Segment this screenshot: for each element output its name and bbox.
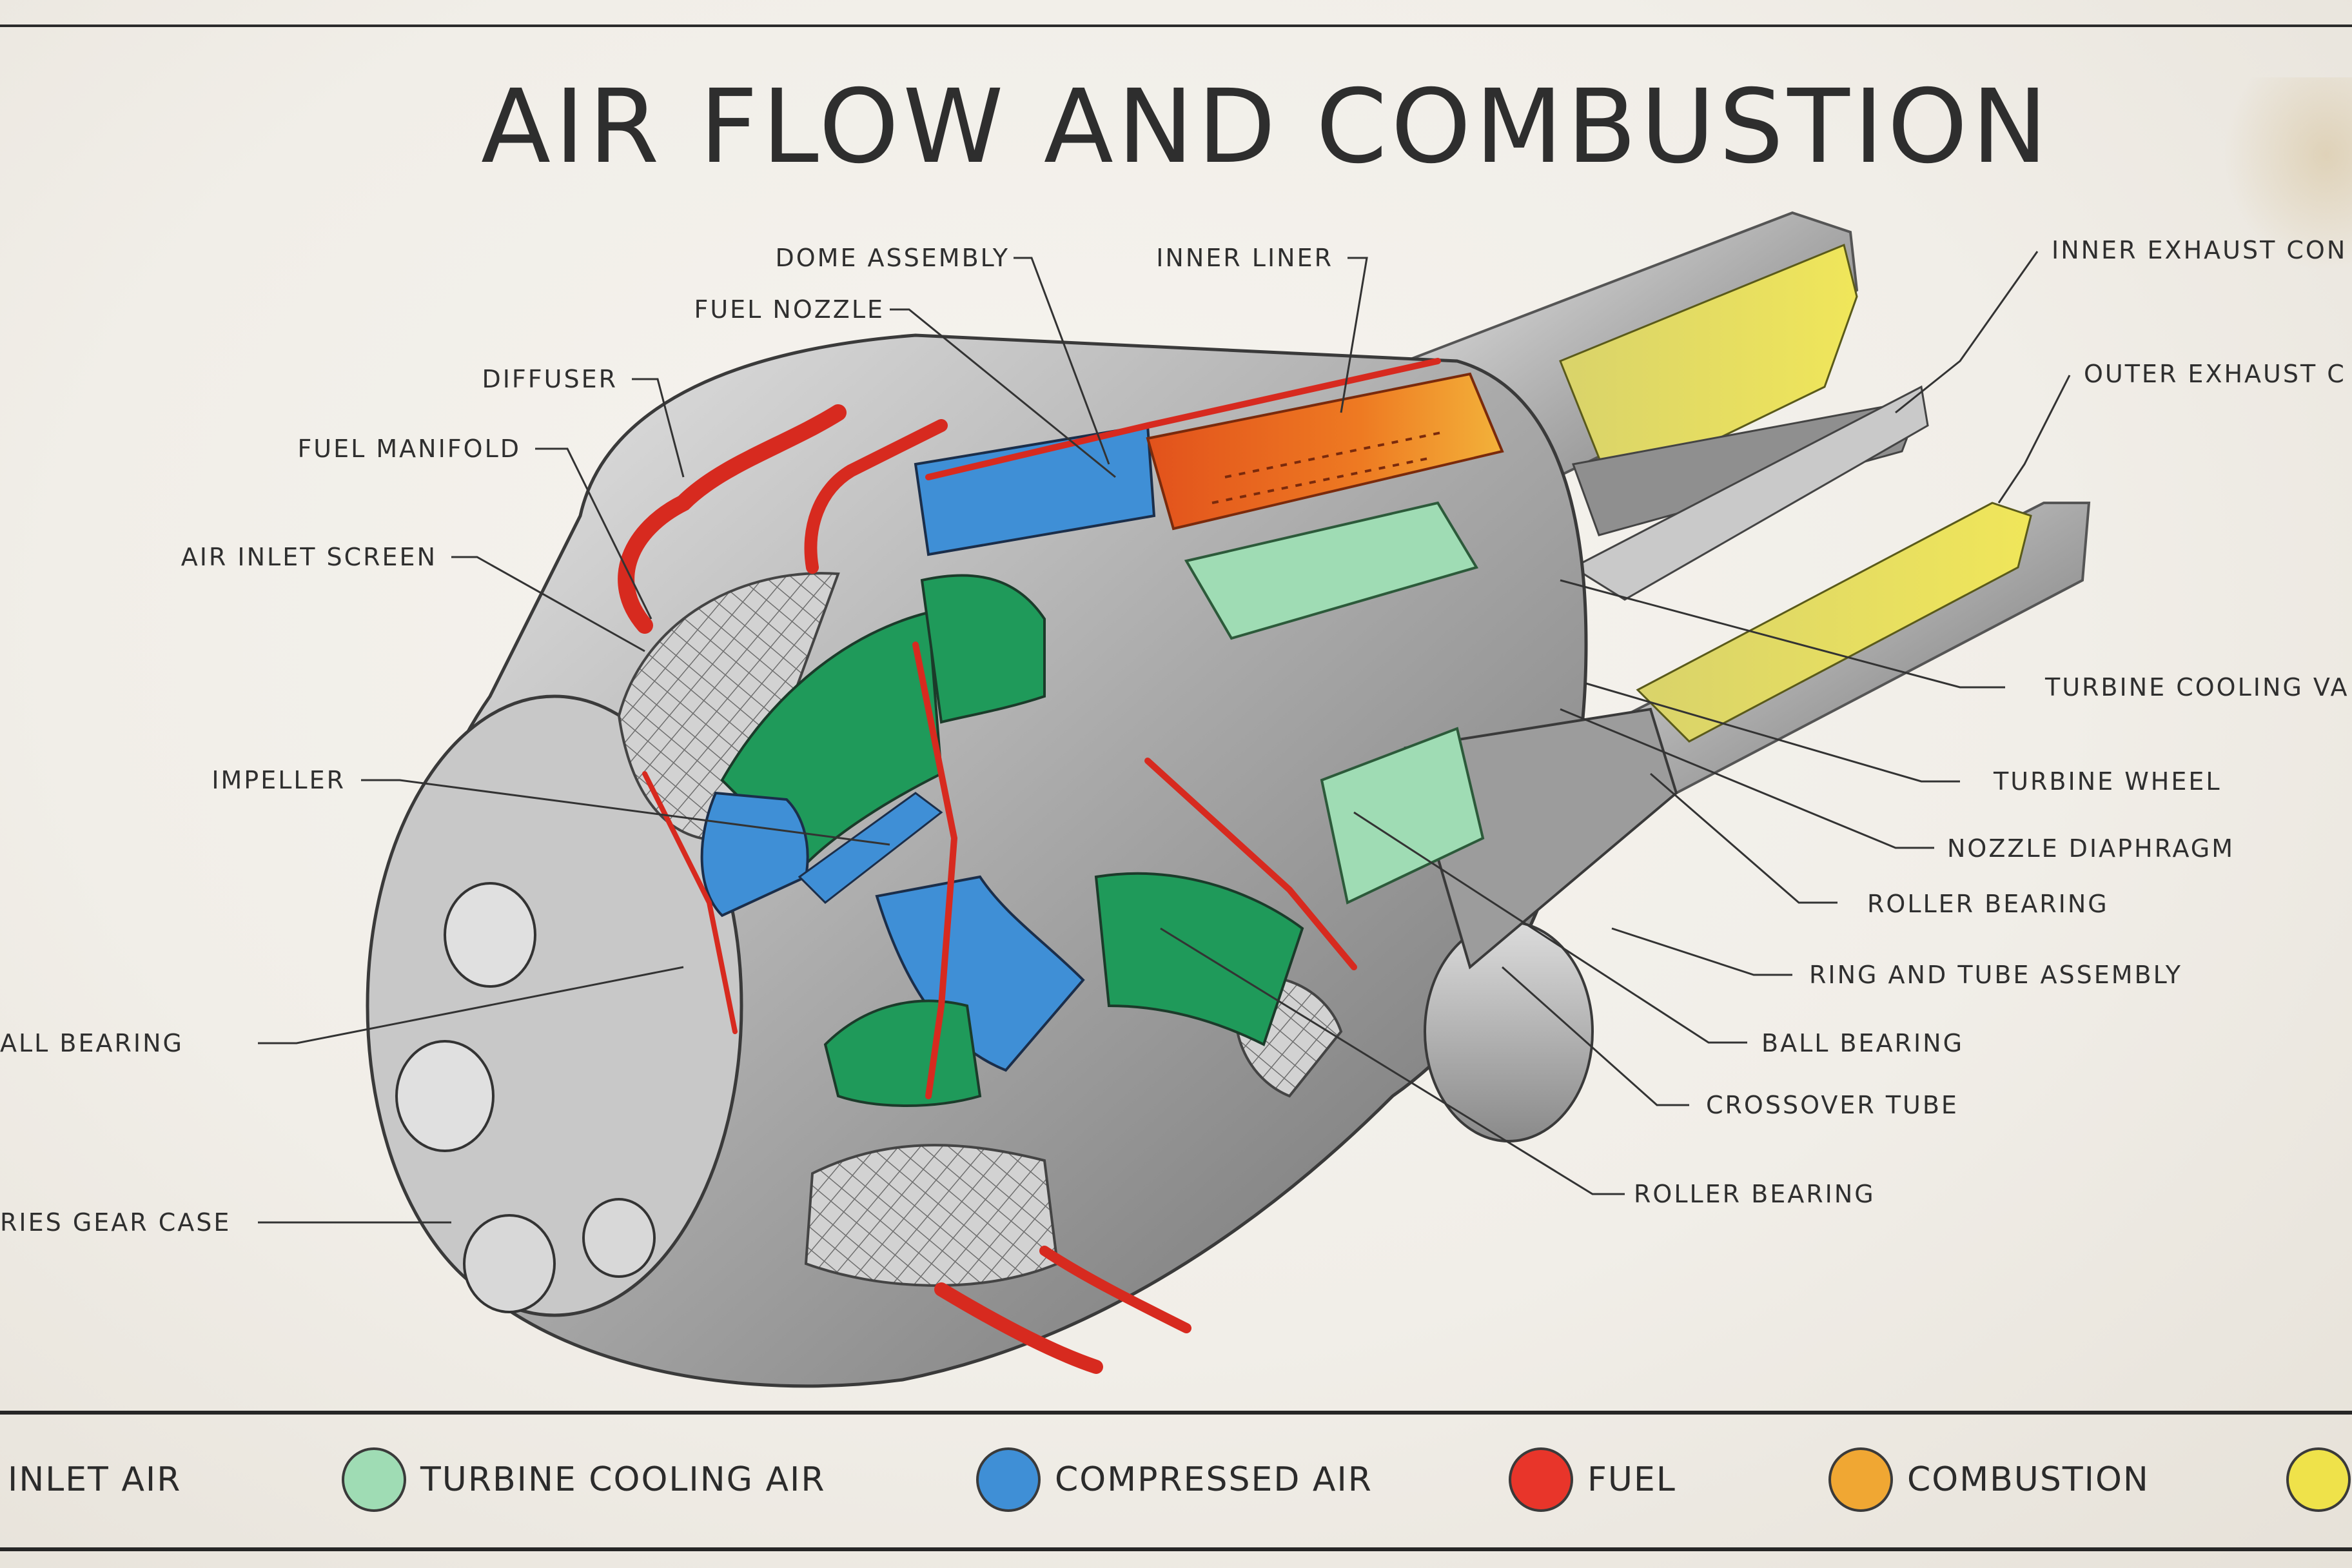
legend-label-fuel: FUEL bbox=[1587, 1460, 1676, 1499]
legend-item-turbine-cooling-air: TURBINE COOLING AIR bbox=[342, 1444, 825, 1515]
callout-leader-lines bbox=[258, 251, 2071, 1224]
callout-ball-bearing-right: BALL BEARING bbox=[1761, 1029, 1965, 1057]
compressor-impeller bbox=[700, 424, 1304, 1107]
legend-label-turbine-cooling-air: TURBINE COOLING AIR bbox=[420, 1460, 826, 1499]
legend-item-fuel: FUEL bbox=[1509, 1444, 1676, 1515]
legend-label-inlet-air: INLET AIR bbox=[8, 1460, 182, 1499]
legend-item-combustion: COMBUSTION bbox=[1828, 1444, 2150, 1515]
callout-turbine-wheel: TURBINE WHEEL bbox=[1994, 767, 2222, 796]
legend-item-inlet-air: INLET AIR bbox=[0, 1444, 181, 1515]
legend-item-compressed-air: COMPRESSED AIR bbox=[976, 1444, 1373, 1515]
callout-diffuser: DIFFUSER bbox=[482, 365, 618, 393]
callout-crossover-tube: CROSSOVER TUBE bbox=[1706, 1091, 1959, 1119]
callout-air-inlet-screen: AIR INLET SCREEN bbox=[181, 543, 437, 571]
air-inlet-screen bbox=[617, 572, 1343, 1287]
callout-fuel-manifold: FUEL MANIFOLD bbox=[297, 435, 521, 463]
callout-ring-and-tube-assembly: RING AND TUBE ASSEMBLY bbox=[1809, 961, 2182, 989]
poster-title: AIR FLOW AND COMBUSTION bbox=[481, 68, 2052, 186]
callout-nozzle-diaphragm: NOZZLE DIAPHRAGM bbox=[1947, 834, 2235, 863]
callout-dome-assembly: DOME ASSEMBLY bbox=[775, 244, 1010, 272]
callout-roller-bearing-lower: ROLLER BEARING bbox=[1634, 1180, 1876, 1208]
legend-swatch-exhaust bbox=[2286, 1447, 2351, 1512]
paper-stain bbox=[2223, 77, 2352, 271]
legend-label-combustion: COMBUSTION bbox=[1907, 1460, 2150, 1499]
callout-inner-liner: INNER LINER bbox=[1156, 244, 1333, 272]
combustion-liner bbox=[1146, 372, 1504, 531]
legend-item-exhaust bbox=[2286, 1444, 2352, 1515]
legend-bottom-rule bbox=[0, 1547, 2352, 1551]
top-border-rule bbox=[0, 24, 2352, 27]
legend-label-compressed-air: COMPRESSED AIR bbox=[1055, 1460, 1373, 1499]
turbine-cooling-air bbox=[1184, 501, 1485, 905]
legend-swatch-turbine-cooling-air bbox=[342, 1447, 406, 1512]
legend-top-rule bbox=[0, 1411, 2352, 1415]
legend-swatch-compressed-air bbox=[976, 1447, 1041, 1512]
fuel-lines bbox=[618, 358, 1441, 1374]
callout-accessories-gear-case: RIES GEAR CASE bbox=[0, 1208, 231, 1237]
callout-inner-exhaust-cone: INNER EXHAUST CON bbox=[2052, 236, 2347, 264]
callout-impeller: IMPELLER bbox=[211, 766, 346, 794]
callout-fuel-nozzle: FUEL NOZZLE bbox=[694, 295, 885, 324]
legend-swatch-combustion bbox=[1828, 1447, 1893, 1512]
callout-outer-exhaust-cone: OUTER EXHAUST C bbox=[2084, 360, 2346, 388]
callout-roller-bearing-upper: ROLLER BEARING bbox=[1867, 890, 2109, 918]
callout-ball-bearing-left: ALL BEARING bbox=[0, 1029, 184, 1057]
legend-swatch-fuel bbox=[1509, 1447, 1573, 1512]
callout-turbine-cooling-vanes: TURBINE COOLING VA bbox=[2045, 673, 2349, 701]
